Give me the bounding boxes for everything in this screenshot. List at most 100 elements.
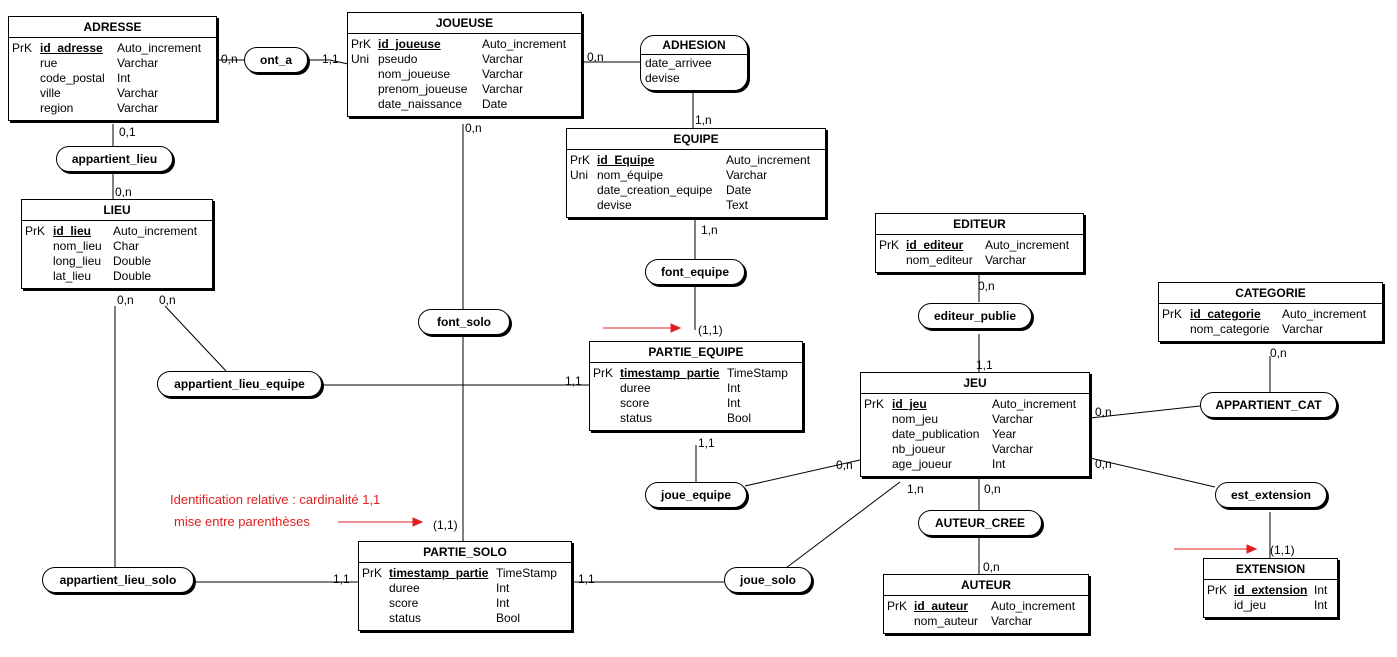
- cardinality-label: 0,n: [983, 560, 1000, 574]
- attribute-name: timestamp_partie: [620, 366, 720, 380]
- line-jeu-est_extension: [1089, 457, 1216, 488]
- arrow-partie-equipe-head: [670, 323, 682, 333]
- relation-joue-equipe[interactable]: joue_equipe: [645, 482, 747, 508]
- entity-title: JEU: [861, 373, 1089, 394]
- entity-title: LIEU: [22, 200, 212, 221]
- attribute-type: Double: [113, 269, 152, 283]
- attribute-type: TimeStamp: [496, 566, 557, 580]
- attribute-key: PrK: [879, 238, 900, 252]
- line-joue_equipe-jeu: [744, 459, 861, 487]
- relation-joue-solo[interactable]: joue_solo: [724, 567, 812, 593]
- cardinality-label: (1,1): [433, 518, 458, 532]
- attribute-type: Bool: [496, 611, 521, 625]
- cardinality-label: 0,n: [221, 52, 238, 66]
- relation-adhesion[interactable]: ADHESION date_arrivee devise: [640, 35, 748, 91]
- attribute-name: date_naissance: [378, 97, 463, 111]
- relation-font-equipe[interactable]: font_equipe: [645, 259, 745, 285]
- entity-title: JOUEUSE: [348, 13, 581, 34]
- cardinality-label: 0,n: [465, 121, 482, 135]
- line-ont_a-joueuse-b: [329, 59, 349, 65]
- attribute-key: Uni: [570, 168, 589, 182]
- attribute-type: Int: [727, 381, 741, 395]
- attribute-name: id_lieu: [53, 224, 92, 238]
- relation-appartient-lieu-equipe[interactable]: appartient_lieu_equipe: [157, 371, 322, 397]
- attribute-name: status: [620, 411, 653, 425]
- attribute-type: Date: [726, 183, 752, 197]
- attribute-name: nom_categorie: [1190, 322, 1270, 336]
- attribute-name: region: [40, 101, 74, 115]
- attribute-name: date_publication: [892, 427, 980, 441]
- attribute-type: Varchar: [117, 56, 159, 70]
- attribute-type: Varchar: [117, 101, 159, 115]
- attribute-name: ville: [40, 86, 61, 100]
- cardinality-label: 0,n: [984, 482, 1001, 496]
- cardinality-label: (1,1): [698, 323, 723, 337]
- attribute-key: PrK: [25, 224, 46, 238]
- cardinality-label: 0,n: [1095, 457, 1112, 471]
- relation-appartient-cat[interactable]: APPARTIENT_CAT: [1200, 392, 1337, 418]
- attribute-type: Auto_increment: [482, 37, 567, 51]
- relation-appartient-lieu-solo[interactable]: appartient_lieu_solo: [42, 567, 194, 593]
- line-joue_solo-jeu: [785, 481, 901, 569]
- cardinality-label: 0,n: [1270, 346, 1287, 360]
- relation-est-extension[interactable]: est_extension: [1215, 482, 1327, 508]
- attribute-key: PrK: [12, 41, 33, 55]
- attribute-name: id_jeu: [1234, 598, 1267, 612]
- attribute-type: Int: [992, 457, 1006, 471]
- relation-adhesion-attr: devise: [645, 71, 680, 85]
- attribute-key: PrK: [864, 397, 885, 411]
- relation-font-solo[interactable]: font_solo: [418, 309, 510, 335]
- attribute-name: duree: [620, 381, 651, 395]
- attribute-type: Auto_increment: [726, 153, 811, 167]
- cardinality-label: 1,n: [701, 223, 718, 237]
- relation-adhesion-title: ADHESION: [641, 36, 747, 55]
- relation-ont-a[interactable]: ont_a: [244, 47, 308, 73]
- attribute-key: PrK: [351, 37, 372, 51]
- relation-auteur-cree[interactable]: AUTEUR_CREE: [918, 510, 1042, 536]
- relation-appartient-lieu[interactable]: appartient_lieu: [56, 146, 173, 172]
- attribute-type: Auto_increment: [117, 41, 202, 55]
- attribute-type: Int: [117, 71, 131, 85]
- attribute-name: id_Equipe: [597, 153, 655, 167]
- cardinality-label: 0,n: [159, 293, 176, 307]
- attribute-type: Varchar: [992, 442, 1034, 456]
- attribute-name: prenom_joueuse: [378, 82, 468, 96]
- attribute-name: nb_joueur: [892, 442, 946, 456]
- cardinality-label: 1,1: [322, 52, 339, 66]
- attribute-name: nom_editeur: [906, 253, 973, 267]
- relation-editeur-publie[interactable]: editeur_publie: [918, 303, 1032, 329]
